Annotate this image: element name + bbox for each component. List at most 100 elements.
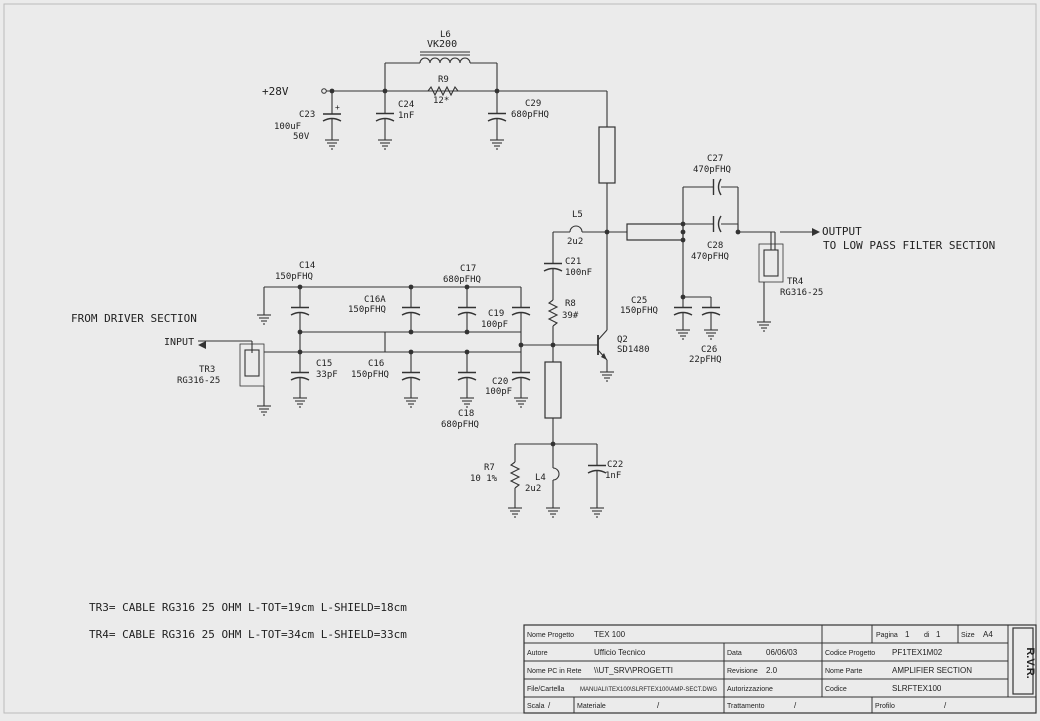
file-label: File/Cartella: [527, 686, 564, 693]
logo-text: R.V.R.: [1024, 647, 1036, 678]
q2-ref: Q2: [617, 335, 628, 345]
revisione-label: Revisione: [727, 668, 758, 675]
c18-ref: C18: [458, 409, 474, 419]
profilo-label: Profilo: [875, 703, 895, 710]
l6-value: VK200: [427, 39, 457, 50]
nome-progetto: TEX 100: [594, 630, 626, 639]
bias-section: C21 100nF R8 39# Q2 SD1480 R7 10 1%: [470, 232, 650, 518]
trattamento-label: Trattamento: [727, 703, 765, 710]
c15-ref: C15: [316, 359, 332, 369]
note-tr4: TR4= CABLE RG316 25 OHM L-TOT=34cm L-SHI…: [89, 628, 407, 641]
nome-parte-label: Nome Parte: [825, 668, 862, 675]
l4-ref: L4: [535, 473, 546, 483]
r9-value: 12*: [433, 96, 449, 106]
c21-ref: C21: [565, 257, 581, 267]
revisione: 2.0: [766, 666, 778, 675]
materiale: /: [657, 701, 660, 710]
c24-value: 1nF: [398, 111, 414, 121]
c25-ref: C25: [631, 296, 647, 306]
scala: /: [548, 701, 551, 710]
output-destination: TO LOW PASS FILTER SECTION: [823, 239, 995, 252]
c21-value: 100nF: [565, 268, 592, 278]
profilo: /: [944, 701, 947, 710]
autore-label: Autore: [527, 650, 548, 657]
di-label: di: [924, 632, 930, 639]
tr3-value: RG316-25: [177, 376, 220, 386]
q2-value: SD1480: [617, 345, 650, 355]
c23-voltage: 50V: [293, 132, 310, 142]
nome-pc: \\UT_SRV\PROGETTI: [594, 666, 673, 675]
codice-progetto-label: Codice Progetto: [825, 650, 875, 657]
c20-value: 100pF: [485, 387, 512, 397]
input-section: FROM DRIVER SECTION INPUT TR3 RG316-25 C…: [71, 261, 531, 430]
c18-value: 680pFHQ: [441, 420, 479, 430]
c23-ref: C23: [299, 110, 315, 120]
c16-value: 150pFHQ: [351, 370, 389, 380]
c16-ref: C16: [368, 359, 384, 369]
c15-value: 33pF: [316, 370, 338, 380]
nome-parte: AMPLIFIER SECTION: [892, 666, 972, 675]
note-tr3: TR3= CABLE RG316 25 OHM L-TOT=19cm L-SHI…: [89, 601, 407, 614]
tr4-value: RG316-25: [780, 288, 823, 298]
c25-value: 150pFHQ: [620, 306, 658, 316]
size: A4: [983, 630, 993, 639]
title-block: Nome Progetto TEX 100 Pagina 1 di 1 Size…: [523, 624, 1037, 714]
r7-value: 10 1%: [470, 474, 498, 484]
c27-value: 470pFHQ: [693, 165, 731, 175]
data-label: Data: [727, 650, 742, 657]
c23-value: 100uF: [274, 122, 301, 132]
pagina-label: Pagina: [876, 632, 898, 639]
codice-label: Codice: [825, 686, 847, 693]
l5-ref: L5: [572, 210, 583, 220]
autore: Ufficio Tecnico: [594, 648, 646, 657]
scala-label: Scala: [527, 703, 545, 710]
c16a-value: 150pFHQ: [348, 305, 386, 315]
c14-ref: C14: [299, 261, 315, 271]
c28-value: 470pFHQ: [691, 252, 729, 262]
c28-ref: C28: [707, 241, 723, 251]
c29-ref: C29: [525, 99, 541, 109]
data: 06/06/03: [766, 648, 798, 657]
c29-value: 680pFHQ: [511, 110, 549, 120]
di: 1: [936, 630, 941, 639]
output-label: OUTPUT: [822, 225, 862, 238]
r8-ref: R8: [565, 299, 576, 309]
c24-ref: C24: [398, 100, 414, 110]
r9-ref: R9: [438, 75, 449, 85]
size-label: Size: [961, 632, 975, 639]
c26-value: 22pFHQ: [689, 355, 722, 365]
rvr-logo: R.V.R.: [1012, 627, 1036, 695]
output-section: L5 2u2 C27 470pFHQ C28 470pFHQ OUTPUT TO…: [553, 91, 995, 365]
c22-value: 1nF: [605, 471, 621, 481]
tr3-ref: TR3: [199, 365, 215, 375]
c16a-ref: C16A: [364, 295, 386, 305]
c17-ref: C17: [460, 264, 476, 274]
from-driver-label: FROM DRIVER SECTION: [71, 312, 197, 325]
autorizzazione-label: Autorizzazione: [727, 686, 773, 693]
nome-progetto-label: Nome Progetto: [527, 632, 574, 639]
c19-ref: C19: [488, 309, 504, 319]
codice-progetto: PF1TEX1M02: [892, 648, 943, 657]
trattamento: /: [794, 701, 797, 710]
svg-text:+: +: [335, 103, 340, 112]
c19-value: 100pF: [481, 320, 508, 330]
pagina: 1: [905, 630, 910, 639]
file: MANUALI\TEX100\SLRFTEX100\AMP-SECT.DWG: [580, 687, 717, 693]
nome-pc-label: Nome PC in Rete: [527, 668, 582, 675]
l6-ref: L6: [440, 30, 451, 40]
c14-value: 150pFHQ: [275, 272, 313, 282]
l4-value: 2u2: [525, 484, 541, 494]
c17-value: 680pFHQ: [443, 275, 481, 285]
codice: SLRFTEX100: [892, 684, 942, 693]
supply-label: +28V: [262, 85, 289, 98]
c22-ref: C22: [607, 460, 623, 470]
materiale-label: Materiale: [577, 703, 606, 710]
l5-value: 2u2: [567, 237, 583, 247]
supply-section: +28V + C23 100uF 50V C24 1nF L6 VK200 R: [262, 30, 607, 150]
c26-ref: C26: [701, 345, 717, 355]
r8-value: 39#: [562, 311, 579, 321]
c20-ref: C20: [492, 377, 508, 387]
input-label: INPUT: [164, 337, 194, 348]
